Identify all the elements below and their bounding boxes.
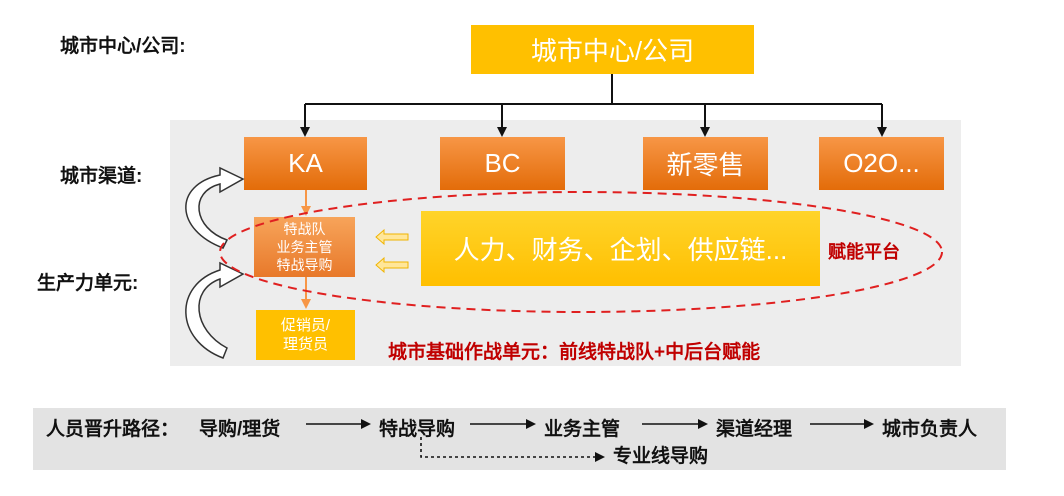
sales-staff-line-2: 理货员 (282, 336, 328, 353)
block-arrow-left-icon-2 (375, 256, 409, 274)
curved-arrow-lower-icon (185, 261, 245, 359)
channel-ka: KA (244, 137, 367, 190)
row-label-productivity-unit: 生产力单元: (37, 273, 139, 294)
basic-unit-caption: 城市基础作战单元：前线特战队+中后台赋能 (388, 342, 761, 363)
row-label-city-channel: 城市渠道: (60, 166, 143, 187)
channel-o2o: O2O... (819, 137, 944, 190)
special-team-line-1: 特战队 (283, 221, 326, 237)
enable-platform-label: 赋能平台 (828, 242, 900, 262)
promotion-step-2: 特战导购 (379, 419, 456, 440)
special-team-line-2: 业务主管 (276, 239, 333, 255)
special-team-box: 特战队 业务主管 特战导购 (254, 217, 355, 277)
special-team-line-3: 特战导购 (276, 257, 333, 273)
promotion-path-prefix: 人员晋升路径： (46, 419, 180, 440)
promotion-branch: 专业线导购 (613, 446, 709, 467)
cycle-arrows (185, 166, 245, 359)
block-arrow-left-icon (375, 228, 409, 246)
promotion-step-4: 渠道经理 (716, 419, 793, 440)
channel-bc: BC (440, 137, 565, 190)
promotion-step-3: 业务主管 (544, 419, 621, 440)
sales-staff-line-1: 促销员/ (280, 317, 331, 334)
support-platform-box: 人力、财务、企划、供应链... (421, 211, 820, 286)
left-arrows (375, 228, 409, 274)
promotion-step-1: 导购/理货 (199, 419, 281, 440)
promotion-step-5: 城市负责人 (882, 419, 978, 440)
sales-staff-box: 促销员/ 理货员 (256, 310, 355, 360)
channel-new-retail: 新零售 (643, 137, 768, 190)
curved-arrow-upper-icon (185, 166, 245, 249)
city-center-box: 城市中心/公司 (471, 25, 754, 74)
row-label-city-center: 城市中心/公司: (60, 36, 186, 57)
